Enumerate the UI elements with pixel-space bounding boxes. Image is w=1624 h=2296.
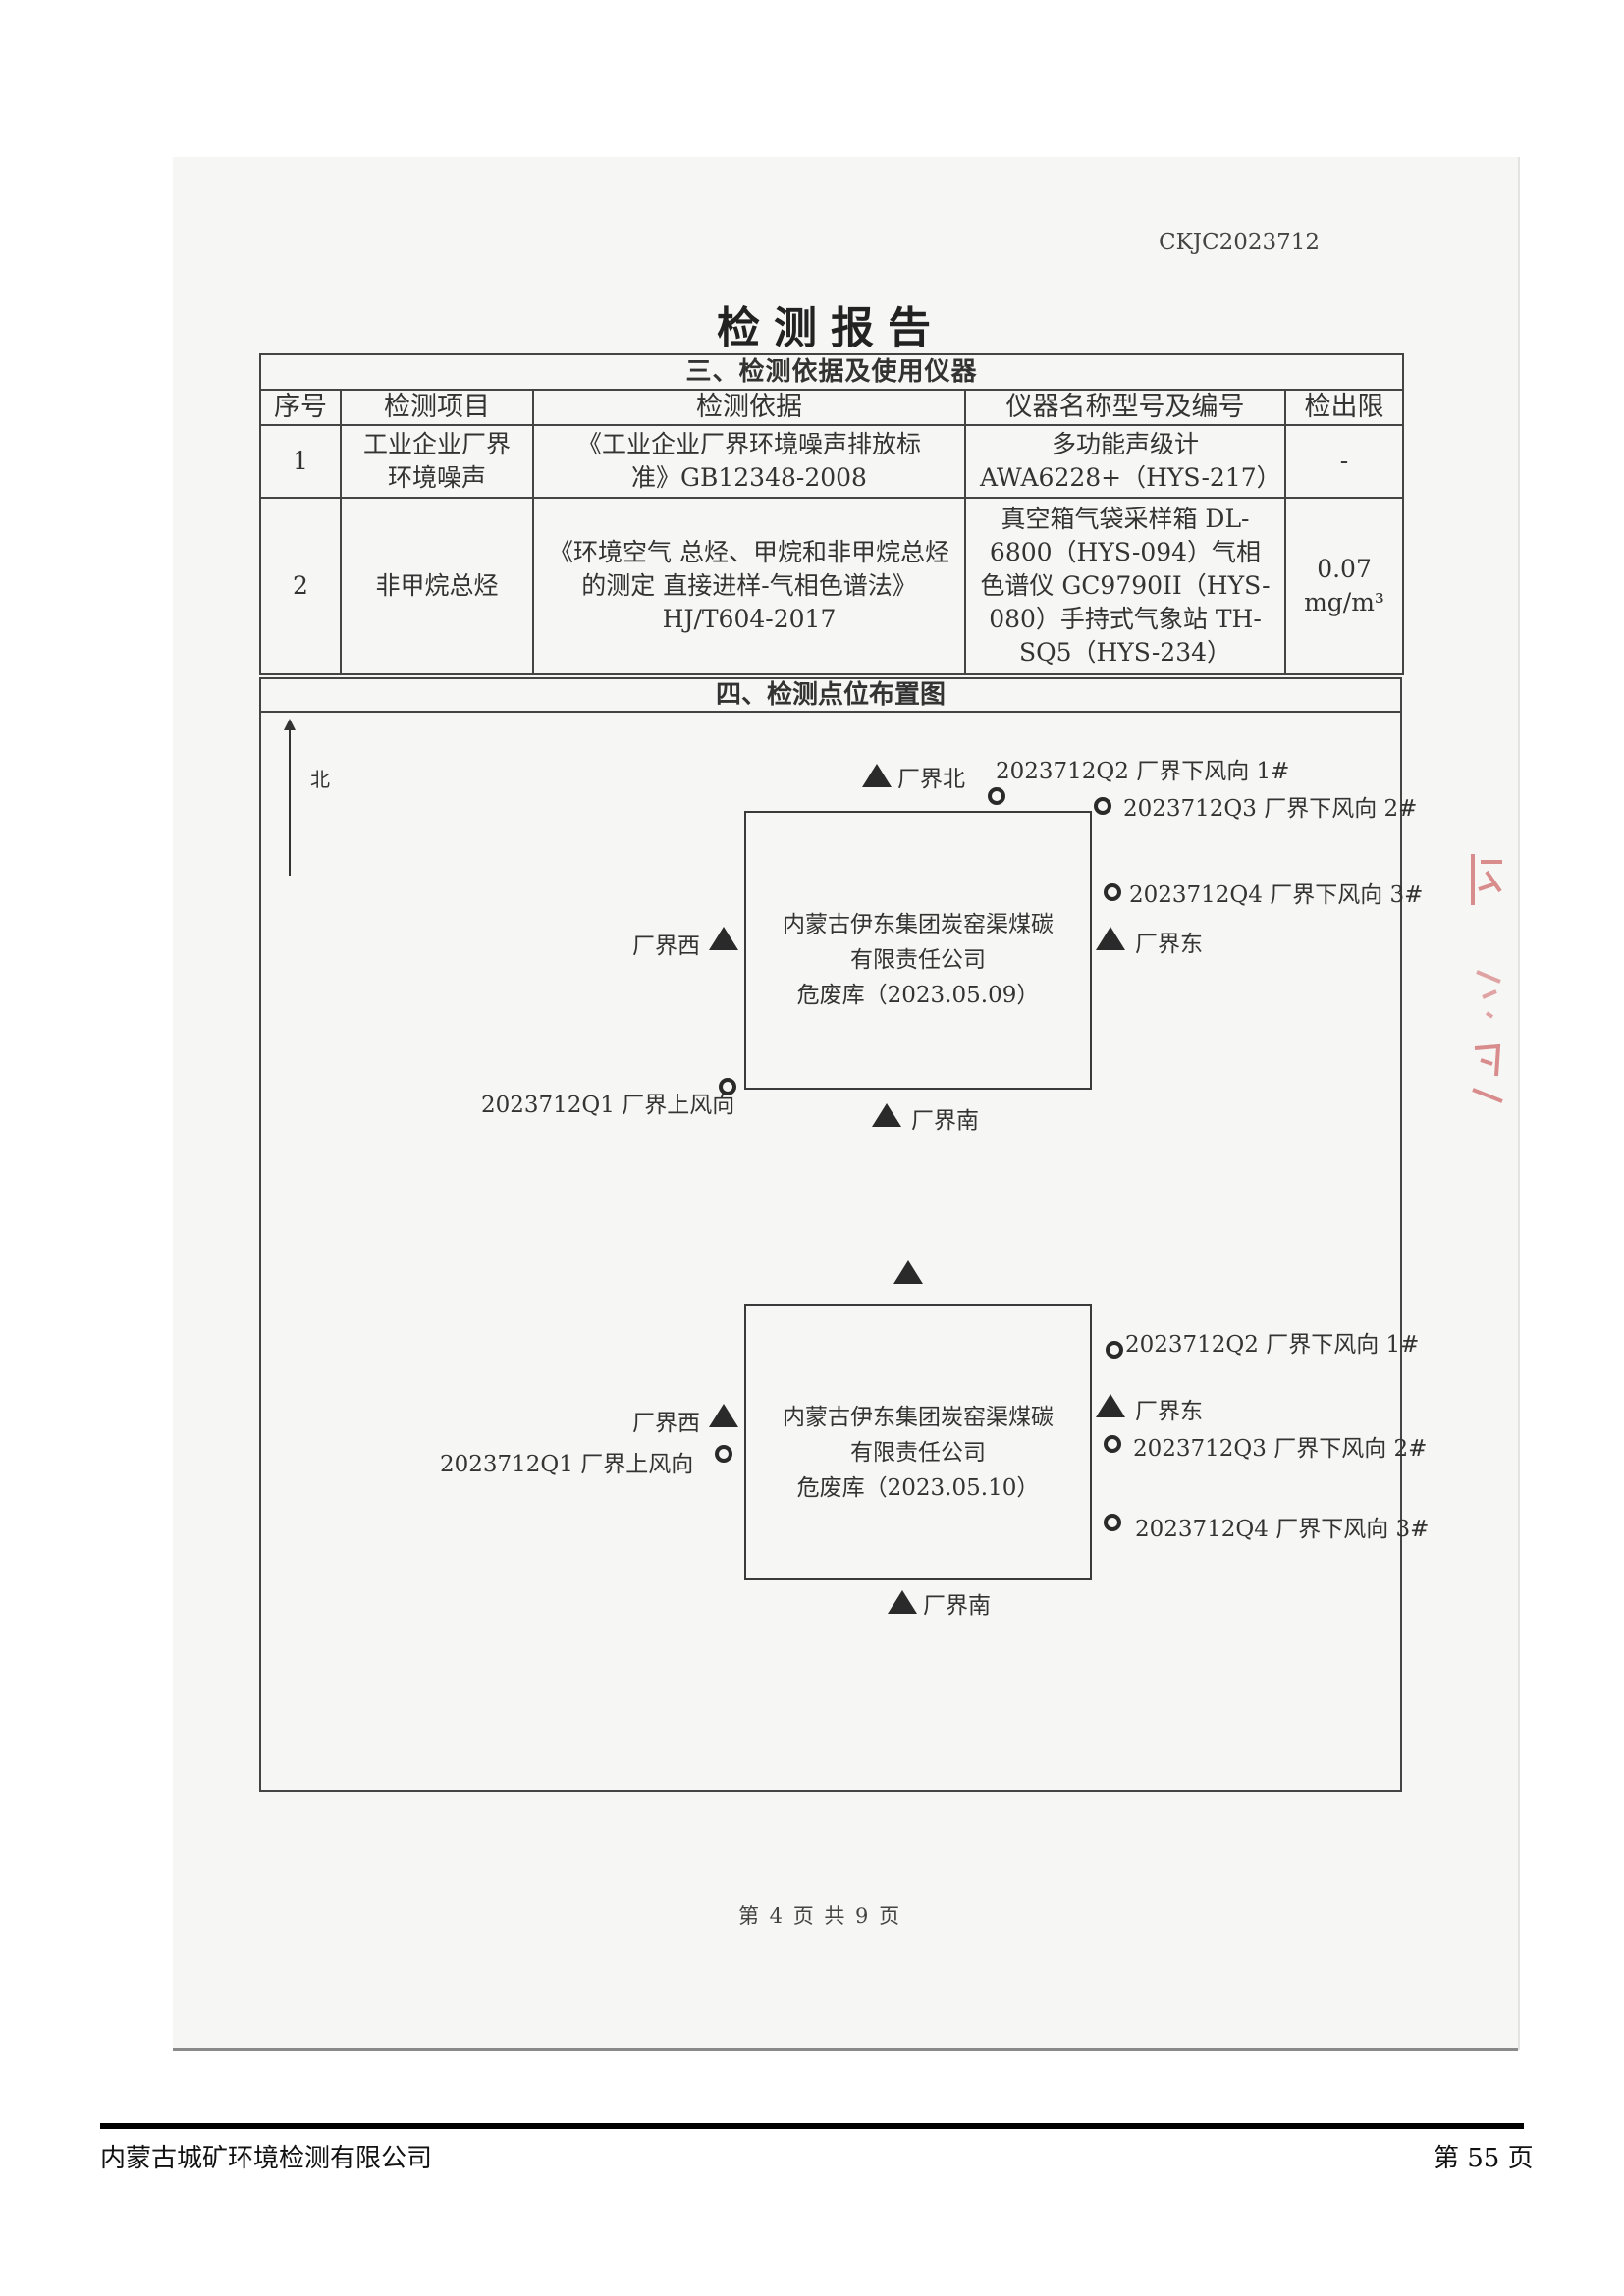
noise-south-label: 厂界南 (911, 1108, 979, 1134)
scan-edge (173, 2048, 1518, 2051)
north-arrow-icon (284, 719, 296, 730)
q2-label: 2023712Q2 厂界下风向 1# (996, 759, 1290, 784)
noise-point-east-icon (1096, 1394, 1125, 1417)
row-basis: 《工业企业厂界环境噪声排放标准》GB12348-2008 (532, 424, 966, 499)
row-instrument: 多功能声级计 AWA6228+（HYS-217） (964, 424, 1286, 499)
sampling-point-q2-icon (1106, 1341, 1123, 1359)
noise-east-label: 厂界东 (1135, 1399, 1203, 1424)
sampling-point-q2-icon (988, 787, 1005, 805)
row-limit: 0.07 mg/m³ (1283, 497, 1405, 675)
building-name-line1: 内蒙古伊东集团炭窑渠煤碳 (783, 912, 1054, 937)
q1-label: 2023712Q1 厂界上风向 (481, 1093, 735, 1118)
noise-west-label: 厂界西 (632, 934, 700, 959)
building-name-line2: 有限责任公司 (850, 1440, 986, 1466)
col-header-instrument: 仪器名称型号及编号 (964, 389, 1286, 426)
row-basis: 《环境空气 总烃、甲烷和非甲烷总烃的测定 直接进样-气相色谱法》HJ/T604-… (532, 497, 966, 675)
noise-east-label: 厂界东 (1135, 932, 1203, 957)
monitoring-point-map (259, 713, 1402, 1792)
col-header-limit: 检出限 (1283, 389, 1405, 426)
noise-point-east-icon (1096, 927, 1125, 950)
q2-label: 2023712Q2 厂界下风向 1# (1125, 1332, 1420, 1358)
row-item: 工业企业厂界环境噪声 (340, 424, 534, 499)
footer-rule (100, 2123, 1524, 2129)
north-arrow-line (289, 726, 291, 876)
sampling-point-q3-icon (1094, 797, 1111, 815)
noise-point-north-icon (862, 764, 892, 787)
building-site1: 内蒙古伊东集团炭窑渠煤碳 有限责任公司 危废库（2023.05.09） (744, 811, 1092, 1090)
seal-stamp-icon (1471, 854, 1503, 1103)
building-name-line2: 有限责任公司 (850, 947, 986, 973)
sampling-point-q1-icon (715, 1445, 732, 1463)
row-item: 非甲烷总烃 (340, 497, 534, 675)
footer-page: 第 55 页 (1434, 2144, 1534, 2173)
col-header-no: 序号 (259, 389, 342, 426)
section4-title: 四、检测点位布置图 (259, 677, 1402, 713)
q3-label: 2023712Q3 厂界下风向 2# (1123, 796, 1418, 822)
noise-point-south-icon (888, 1590, 917, 1614)
report-title: 检测报告 (717, 303, 945, 353)
noise-west-label: 厂界西 (632, 1411, 700, 1436)
report-code: CKJC2023712 (1159, 230, 1321, 255)
row-limit: - (1283, 424, 1405, 499)
noise-point-west-icon (709, 927, 738, 950)
row-no: 2 (259, 497, 342, 675)
col-header-basis: 检测依据 (532, 389, 966, 426)
table-row: 2 非甲烷总烃 《环境空气 总烃、甲烷和非甲烷总烃的测定 直接进样-气相色谱法》… (259, 497, 1405, 675)
col-header-item: 检测项目 (340, 389, 534, 426)
sampling-point-q3-icon (1104, 1435, 1121, 1453)
q3-label: 2023712Q3 厂界下风向 2# (1133, 1436, 1428, 1462)
sampling-point-q4-icon (1104, 1514, 1121, 1531)
noise-point-north-icon (893, 1260, 923, 1284)
building-site2: 内蒙古伊东集团炭窑渠煤碳 有限责任公司 危废库（2023.05.10） (744, 1304, 1092, 1580)
row-instrument: 真空箱气袋采样箱 DL-6800（HYS-094）气相色谱仪 GC9790II（… (964, 497, 1286, 675)
noise-south-label: 厂界南 (923, 1593, 991, 1619)
sampling-point-q1-icon (719, 1078, 736, 1095)
north-label: 北 (310, 768, 330, 791)
noise-point-south-icon (872, 1103, 901, 1127)
q4-label: 2023712Q4 厂界下风向 3# (1135, 1517, 1430, 1542)
q1-label: 2023712Q1 厂界上风向 (440, 1452, 694, 1477)
q4-label: 2023712Q4 厂界下风向 3# (1129, 882, 1424, 908)
report-page-number: 第 4 页 共 9 页 (738, 1904, 902, 1928)
noise-point-west-icon (709, 1404, 738, 1427)
footer-company: 内蒙古城矿环境检测有限公司 (100, 2144, 433, 2173)
noise-north-label: 厂界北 (897, 767, 965, 792)
building-name-line3: 危废库（2023.05.10） (796, 1475, 1040, 1501)
sampling-point-q4-icon (1104, 883, 1121, 901)
table-header-row: 序号 检测项目 检测依据 仪器名称型号及编号 检出限 (259, 389, 1405, 426)
section3-title: 三、检测依据及使用仪器 (258, 353, 1405, 391)
building-name-line1: 内蒙古伊东集团炭窑渠煤碳 (783, 1405, 1054, 1430)
standards-table: 三、检测依据及使用仪器 序号 检测项目 检测依据 仪器名称型号及编号 检出限 1… (258, 353, 1405, 675)
table-row: 1 工业企业厂界环境噪声 《工业企业厂界环境噪声排放标准》GB12348-200… (259, 424, 1405, 499)
row-no: 1 (259, 424, 342, 499)
building-name-line3: 危废库（2023.05.09） (796, 983, 1040, 1008)
